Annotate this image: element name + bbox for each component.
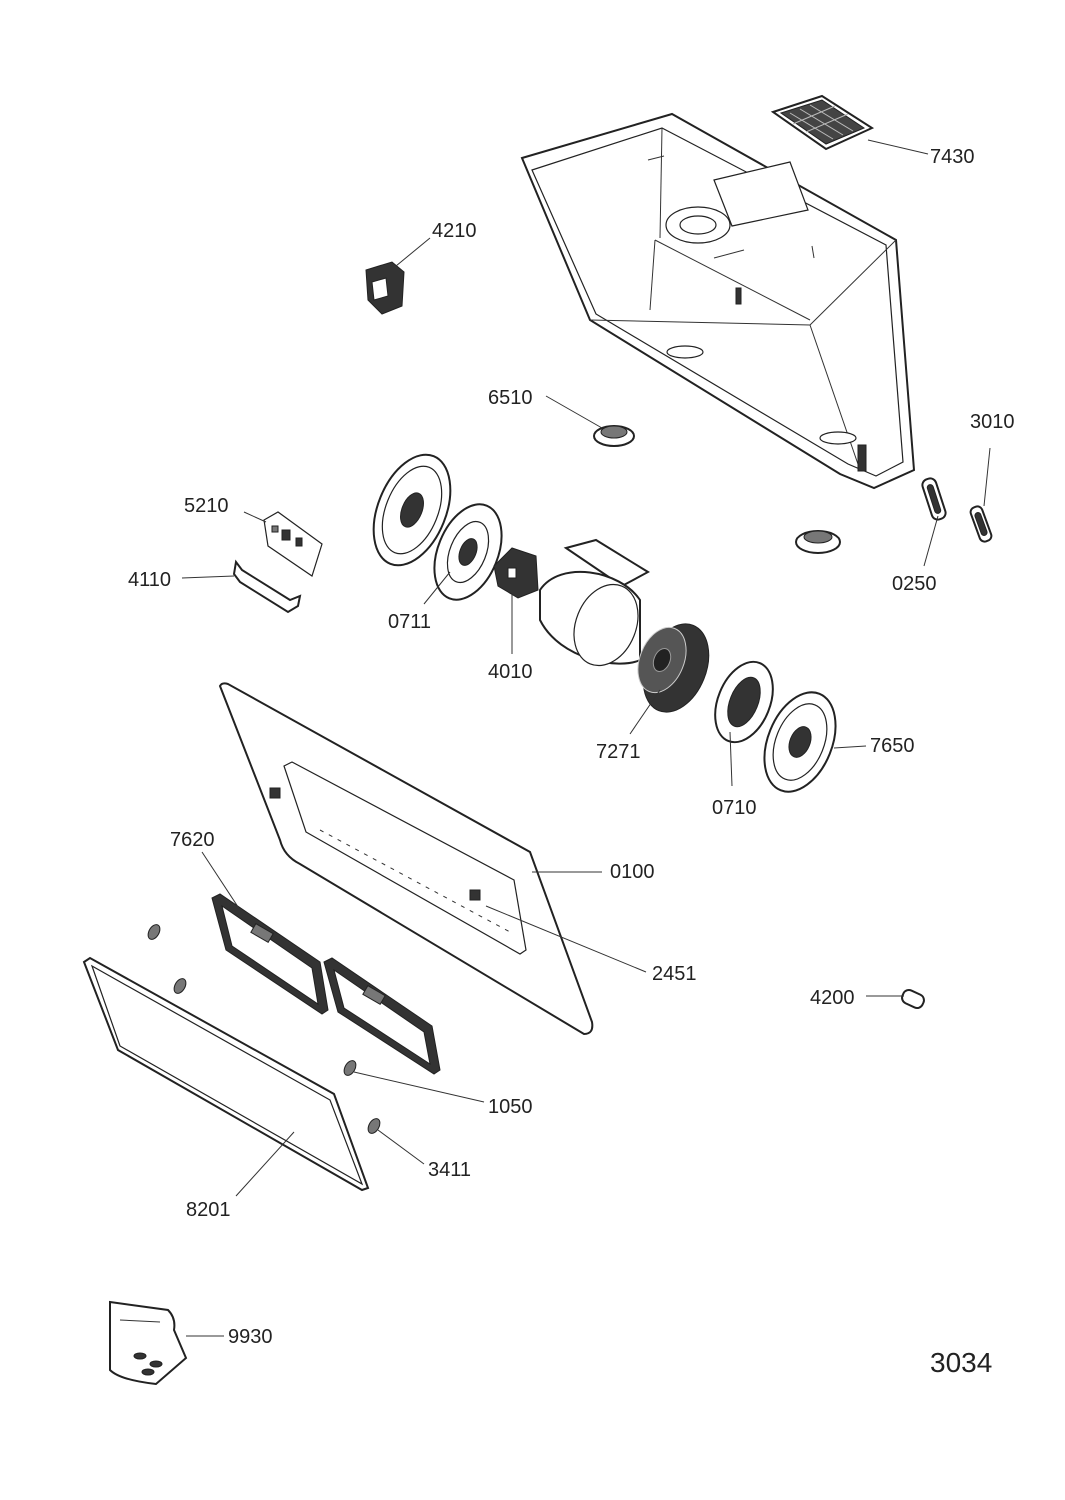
grease-filter-icon [211,893,329,1015]
part-label-0711: 0711 [388,611,431,633]
part-label-0100: 0100 [610,861,655,883]
fan-housing [539,538,651,667]
part-label-7430: 7430 [930,146,975,168]
part-label-4210: 4210 [432,220,477,242]
part-label-5210: 5210 [184,495,229,517]
part-label-1050: 1050 [488,1096,533,1118]
part-label-7620: 7620 [170,829,215,851]
circuit-board-icon [263,511,323,577]
part-label-8201: 8201 [186,1199,231,1221]
part-label-9930: 9930 [228,1326,273,1348]
clip-icon [921,477,947,521]
part-label-3010: 3010 [970,411,1015,433]
fan-grille-icon [433,503,503,601]
part-label-7271: 7271 [596,741,641,763]
screw-icon [147,924,381,1134]
bracket-icon [232,559,302,614]
part-label-4110: 4110 [128,569,171,591]
clip-icon [969,505,993,543]
impeller-icon [637,623,710,713]
fan-cover-icon [763,691,837,793]
part-label-7650: 7650 [870,735,915,757]
glass-panel-icon [82,956,370,1192]
fan-grille-icon [372,453,452,567]
part-label-0250: 0250 [892,573,937,595]
front-panel-icon [218,682,594,1036]
part-label-2451: 2451 [652,963,697,985]
parts-bag-icon [109,1300,188,1386]
part-label-3411: 3411 [428,1159,471,1181]
part-label-4010: 4010 [488,661,533,683]
ring-icon [593,425,635,447]
switch-block-icon [365,261,405,315]
leader-lines [181,139,991,1337]
ring-icon [795,530,841,554]
motor-icon [493,547,539,599]
sheet-number: 3034 [930,1347,992,1378]
fan-grille-icon [714,660,774,744]
grease-filter-icon [323,957,441,1075]
filter-grid-icon [770,94,875,151]
part-label-4200: 4200 [810,987,855,1009]
lamp-icon [901,988,925,1010]
part-label-0710: 0710 [712,797,757,819]
hood-body [520,112,916,490]
part-label-6510: 6510 [488,387,533,409]
